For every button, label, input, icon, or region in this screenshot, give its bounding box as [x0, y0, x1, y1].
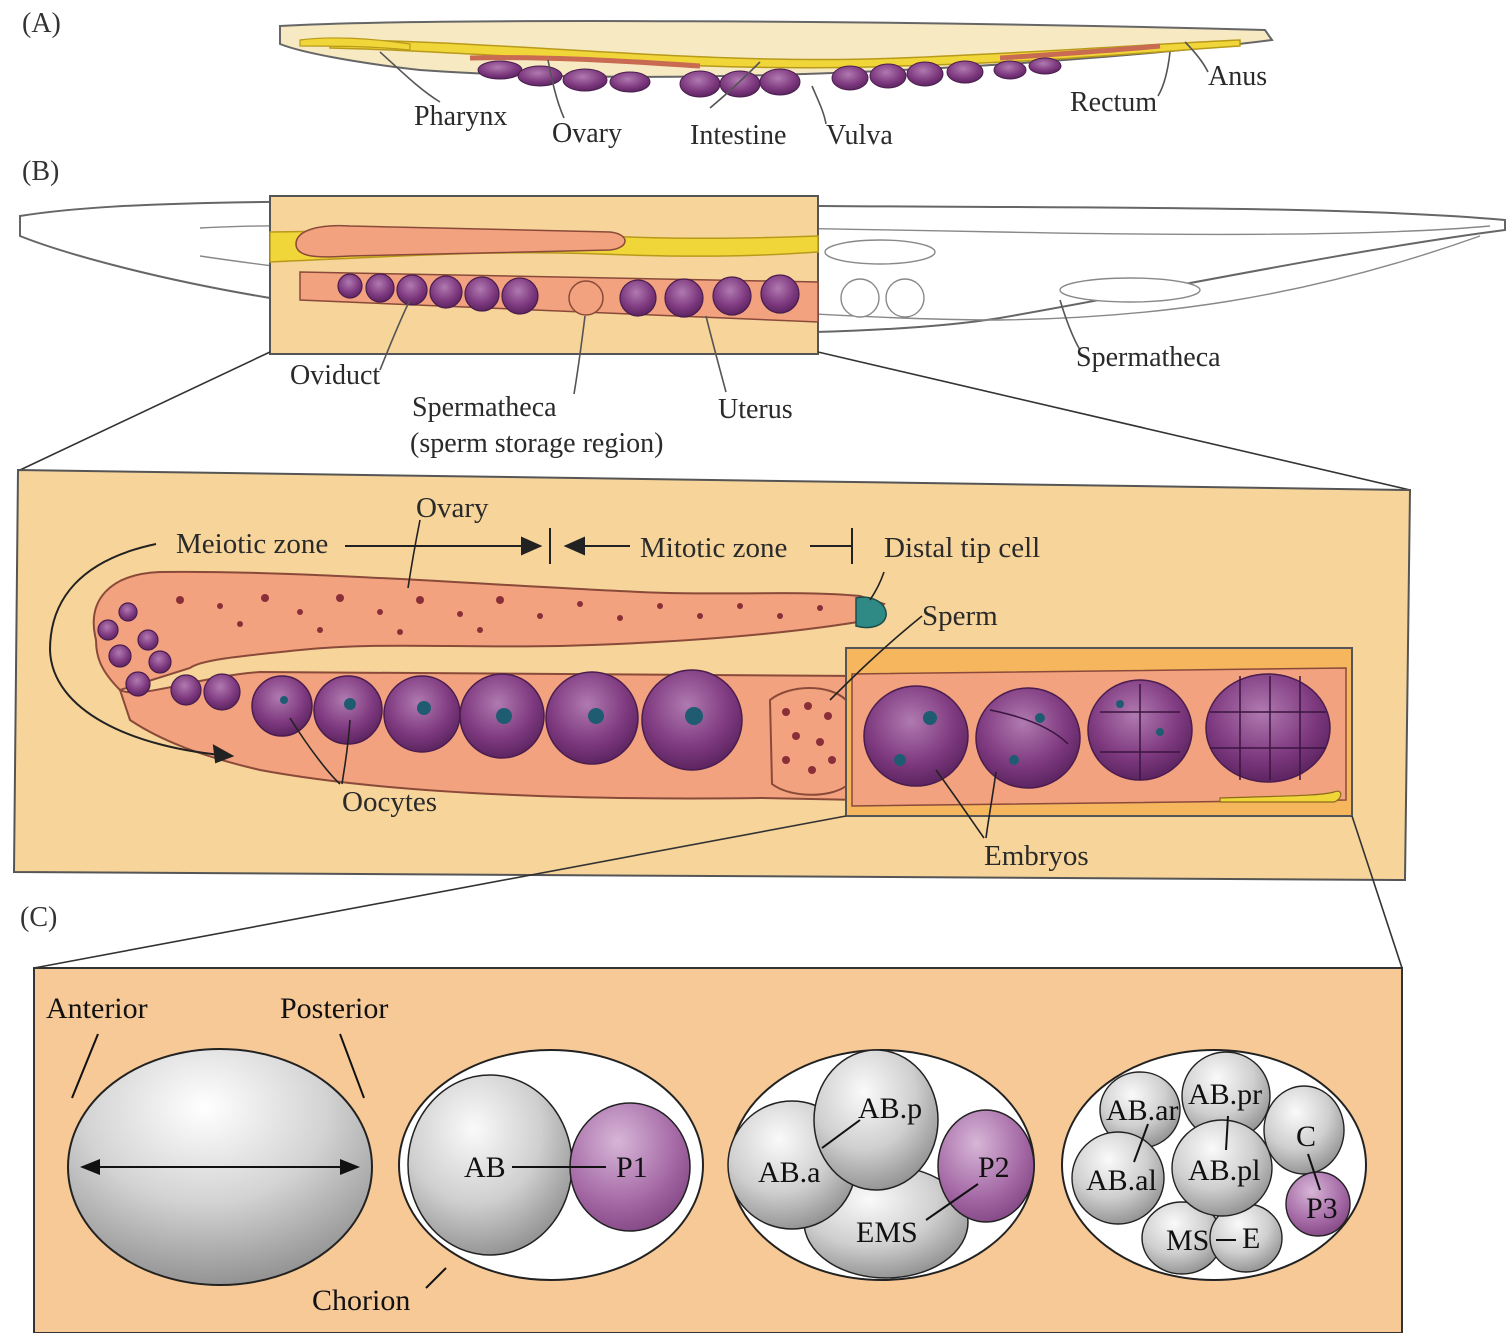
- label-mitotic-zone: Mitotic zone: [640, 534, 787, 563]
- label-sperm: Sperm: [922, 602, 998, 631]
- label-meiotic-zone: Meiotic zone: [176, 530, 328, 559]
- label-ovary-zoom: Ovary: [416, 494, 488, 523]
- cell-p1: P1: [616, 1153, 648, 1183]
- label-vulva: Vulva: [826, 122, 893, 150]
- cell-ab-al: AB.al: [1086, 1166, 1157, 1196]
- label-posterior: Posterior: [280, 994, 388, 1024]
- cell-e: E: [1242, 1224, 1260, 1254]
- label-spermatheca-line2: (sperm storage region): [410, 430, 663, 458]
- label-oocytes: Oocytes: [342, 788, 437, 817]
- cell-ab-pr: AB.pr: [1188, 1080, 1262, 1110]
- cell-ab-pl: AB.pl: [1188, 1156, 1261, 1186]
- cell-p2: P2: [978, 1153, 1010, 1183]
- panel-a-tag: (A): [22, 10, 61, 38]
- label-rectum: Rectum: [1070, 89, 1157, 117]
- label-anterior: Anterior: [46, 994, 148, 1024]
- worm-a: [280, 21, 1272, 97]
- cell-ab-a: AB.a: [758, 1158, 821, 1188]
- label-embryos: Embryos: [984, 842, 1089, 871]
- cell-c: C: [1296, 1122, 1316, 1152]
- cell-p3: P3: [1306, 1194, 1338, 1224]
- cell-ab-ar: AB.ar: [1106, 1096, 1178, 1126]
- label-spermatheca-right: Spermatheca: [1076, 344, 1221, 372]
- worm-b: [20, 196, 1505, 354]
- cell-ms: MS: [1166, 1226, 1209, 1256]
- label-anus: Anus: [1208, 63, 1267, 91]
- label-spermatheca-line1: Spermatheca: [412, 394, 557, 422]
- worm-b-spermatheca: [569, 281, 603, 315]
- embryo-panel: [34, 968, 1402, 1333]
- label-uterus: Uterus: [718, 396, 793, 424]
- label-chorion: Chorion: [312, 1286, 410, 1316]
- panel-b-tag: (B): [22, 158, 59, 186]
- cell-ab: AB: [464, 1153, 506, 1183]
- label-distal-tip-cell: Distal tip cell: [884, 534, 1040, 563]
- cell-ems: EMS: [856, 1218, 918, 1248]
- cell-ab-p: AB.p: [858, 1094, 922, 1124]
- panel-c-tag: (C): [20, 904, 57, 932]
- label-ovary-a: Ovary: [552, 120, 622, 148]
- label-oviduct: Oviduct: [290, 362, 380, 390]
- label-intestine: Intestine: [690, 122, 786, 150]
- label-pharynx: Pharynx: [414, 103, 507, 131]
